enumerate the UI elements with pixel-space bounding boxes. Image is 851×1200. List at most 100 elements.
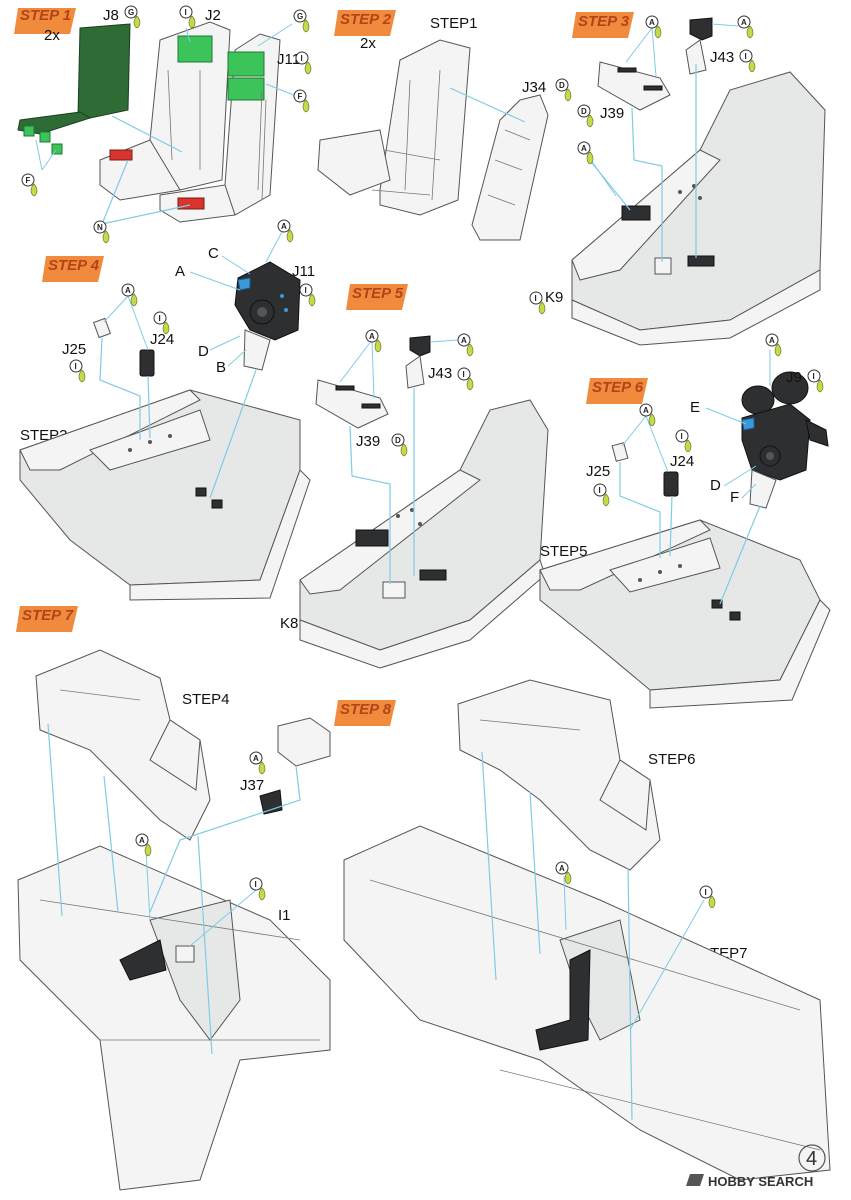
part-seat-left bbox=[99, 21, 231, 201]
part-label-j39: J39 bbox=[356, 433, 380, 450]
part-label-j24: J24 bbox=[670, 453, 694, 470]
part-j25 bbox=[611, 442, 629, 462]
glue-marker-i: I bbox=[295, 51, 312, 75]
cockpit-fuselage bbox=[17, 845, 331, 1191]
leader-line bbox=[41, 149, 57, 171]
part-label-k9: K9 bbox=[545, 289, 563, 306]
part-j39 bbox=[597, 61, 671, 111]
glue-marker-a: A bbox=[121, 283, 138, 307]
svg-text:F: F bbox=[26, 176, 31, 185]
svg-text:A: A bbox=[253, 754, 259, 763]
svg-text:I: I bbox=[535, 294, 537, 303]
guide-line bbox=[149, 765, 301, 913]
part-label-j43: J43 bbox=[428, 365, 452, 382]
glue-marker-a: A bbox=[765, 333, 782, 357]
glue-marker-i: I bbox=[675, 429, 692, 453]
step-8: STEP 8 STEP6 STEP7 A I bbox=[334, 679, 831, 1181]
glue-marker-a: A bbox=[737, 15, 754, 39]
part-seat-right bbox=[159, 33, 281, 223]
svg-text:I: I bbox=[185, 8, 187, 17]
step-banner: STEP 5 bbox=[346, 284, 408, 310]
svg-text:A: A bbox=[281, 222, 287, 231]
svg-text:A: A bbox=[139, 836, 145, 845]
guide-line bbox=[209, 369, 257, 499]
step-banner: STEP 8 bbox=[334, 700, 396, 726]
step-reference: STEP5 bbox=[540, 543, 588, 560]
svg-text:I: I bbox=[305, 286, 307, 295]
panel-label-c: C bbox=[208, 245, 219, 262]
step-label: STEP 2 bbox=[340, 11, 392, 28]
leader-line bbox=[35, 139, 43, 171]
guide-line bbox=[631, 107, 663, 262]
glue-marker-a: A bbox=[249, 751, 266, 775]
svg-text:I: I bbox=[705, 888, 707, 897]
part-j24 bbox=[663, 471, 679, 497]
guide-line bbox=[669, 495, 673, 557]
part-label-j43: J43 bbox=[710, 49, 734, 66]
leader-line bbox=[621, 415, 647, 447]
part-j24 bbox=[139, 349, 155, 377]
svg-text:I: I bbox=[75, 362, 77, 371]
seat-assembly bbox=[317, 39, 471, 216]
leader-line bbox=[705, 407, 747, 425]
part-label-j25: J25 bbox=[586, 463, 610, 480]
glue-marker-i: I bbox=[807, 369, 824, 393]
guide-line bbox=[47, 723, 63, 917]
glue-marker-d: D bbox=[577, 104, 594, 128]
step-banner: STEP 1 bbox=[14, 7, 76, 34]
step-7: STEP 7 STEP4 J37 I1 A bbox=[16, 606, 331, 1191]
cockpit-tub bbox=[299, 399, 549, 669]
step-3: STEP 3 J39 J43 K9 bbox=[529, 12, 826, 346]
glue-marker-i: I bbox=[457, 367, 474, 391]
step-1: STEP 1 2x J8 J2 bbox=[14, 5, 312, 244]
page-number-text: 4 bbox=[806, 1148, 817, 1170]
leader-line bbox=[429, 339, 459, 343]
part-j43 bbox=[685, 17, 713, 75]
glue-marker-n: N bbox=[93, 220, 110, 244]
leader-line bbox=[723, 465, 757, 487]
guide-line bbox=[619, 462, 661, 558]
svg-text:A: A bbox=[559, 864, 565, 873]
svg-text:A: A bbox=[741, 18, 747, 27]
glue-marker-g: G bbox=[293, 9, 310, 33]
panel-label-b: B bbox=[216, 359, 226, 376]
step-banner: STEP 6 bbox=[586, 378, 648, 404]
part-label-j39: J39 bbox=[600, 105, 624, 122]
leader-line bbox=[209, 335, 241, 351]
part-label-k8: K8 bbox=[280, 615, 298, 632]
glue-marker-i: I bbox=[529, 291, 546, 315]
svg-text:I: I bbox=[745, 52, 747, 61]
svg-text:A: A bbox=[125, 286, 131, 295]
part-label-j25: J25 bbox=[62, 341, 86, 358]
panel-label-a: A bbox=[175, 263, 185, 280]
svg-text:G: G bbox=[297, 12, 303, 21]
step-label: STEP 3 bbox=[578, 13, 630, 30]
glue-marker-a: A bbox=[457, 333, 474, 357]
guide-line bbox=[719, 505, 761, 605]
step-6: STEP 6 STEP5 J9 E D F J25 J24 bbox=[539, 333, 831, 709]
svg-text:A: A bbox=[581, 144, 587, 153]
guide-line bbox=[349, 425, 391, 584]
glue-marker-a: A bbox=[555, 861, 572, 885]
step-reference: STEP6 bbox=[648, 751, 696, 768]
step-reference: STEP1 bbox=[430, 15, 478, 32]
svg-text:I: I bbox=[159, 314, 161, 323]
part-label-j2: J2 bbox=[205, 7, 221, 24]
step-reference: STEP4 bbox=[182, 691, 230, 708]
cockpit-tub bbox=[571, 71, 826, 346]
watermark: HOBBY SEARCH bbox=[686, 1174, 813, 1189]
cockpit-fuselage bbox=[343, 825, 831, 1181]
svg-text:A: A bbox=[769, 336, 775, 345]
quantity-label: 2x bbox=[360, 35, 376, 52]
quantity-label: 2x bbox=[44, 27, 60, 44]
glue-marker-i: I bbox=[593, 483, 610, 507]
step-4: STEP 4 STEP3 A C J11 D B J25 J24 bbox=[19, 219, 316, 601]
glue-marker-i: I bbox=[153, 311, 170, 335]
svg-text:I: I bbox=[463, 370, 465, 379]
part-label-j24: J24 bbox=[150, 331, 174, 348]
svg-text:D: D bbox=[581, 107, 587, 116]
step-2: STEP 2 2x STEP1 J34 D bbox=[317, 10, 572, 241]
leader-line bbox=[339, 339, 373, 383]
svg-text:D: D bbox=[559, 81, 565, 90]
